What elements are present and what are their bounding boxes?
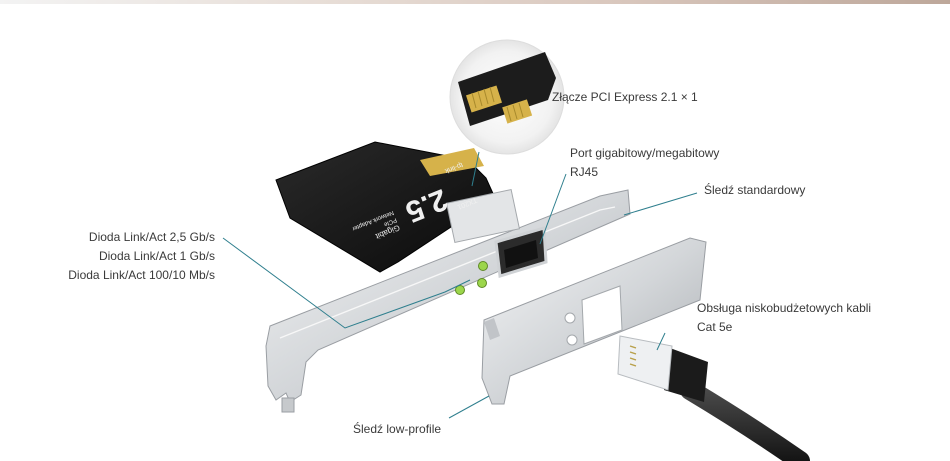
pcie-connector-zoom: [449, 39, 565, 155]
card-print-big: 2.5: [400, 182, 452, 229]
cable-support-label-line1: Obsługa niskobudżetowych kabli: [697, 301, 872, 315]
led-label-2-5g: Dioda Link/Act 2,5 Gb/s: [88, 230, 215, 244]
cable-support-label-line2: Cat 5e: [697, 320, 733, 334]
led-labels: Dioda Link/Act 2,5 Gb/s Dioda Link/Act 1…: [68, 228, 215, 285]
led-label-1g: Dioda Link/Act 1 Gb/s: [98, 249, 215, 263]
lowprofile-bracket-label: Śledź low-profile: [353, 422, 442, 436]
rj45-port-label: Port gigabitowy/megabitowy RJ45: [570, 144, 719, 182]
top-decorative-bar: [0, 0, 950, 4]
leader-lines: [222, 151, 698, 419]
standard-bracket-label: Śledź standardowy: [704, 183, 806, 197]
rj45-port-label-line1: Port gigabitowy/megabitowy: [570, 146, 720, 160]
ethernet-cable-illustration: [617, 335, 810, 461]
pcb-card: [275, 141, 521, 273]
rj45-port: [494, 226, 548, 278]
rj45-port-label-line2: RJ45: [570, 165, 599, 179]
pcie-connector-label: Złącze PCI Express 2.1 × 1: [552, 90, 698, 104]
cable-support-label: Obsługa niskobudżetowych kabli Cat 5e: [697, 299, 871, 337]
lowprofile-bracket: [481, 237, 707, 405]
card-print-model: TX201: [456, 195, 478, 211]
led-group: [455, 261, 488, 295]
card-print-brand: tp-link: [443, 160, 464, 175]
led-label-100m: Dioda Link/Act 100/10 Mb/s: [68, 268, 215, 282]
